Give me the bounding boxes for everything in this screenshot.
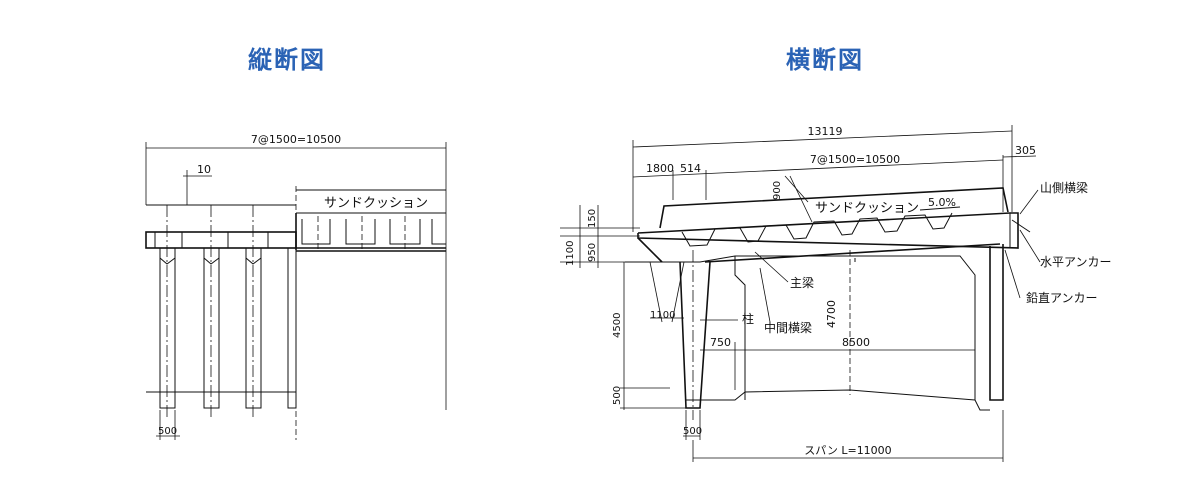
cross-4500-text: 4500 [612,313,623,338]
cross-horizontal-anchor-label: 水平アンカー [1040,255,1112,269]
longitudinal-ribs [301,216,446,250]
cross-vertical-anchor-label: 鉛直アンカー [1026,291,1098,305]
cross-500-v-text: 500 [612,386,623,405]
cross-column: 1100 柱 中間横梁 [649,250,812,420]
longitudinal-total-dim-text: 7@1500=10500 [251,133,341,146]
cross-mountain-side-beam: 山側横梁 [1009,180,1088,249]
cross-slope-text: 5.0% [928,196,956,209]
cross-4700-text: 4700 [825,300,838,328]
cross-1800-text: 1800 [646,162,674,175]
cross-305-dimension: 305 [1002,144,1037,158]
cross-950-text: 950 [587,243,598,262]
cross-inner-dims: 750 8500 [700,336,975,390]
cross-8500-text: 8500 [842,336,870,349]
cross-height-dims: 4500 500 [612,262,686,410]
cross-514-text: 514 [680,162,701,175]
cross-mountain-beam-label: 山側横梁 [1040,180,1088,195]
cross-305-text: 305 [1015,144,1036,157]
cross-mid-beam-label: 中間横梁 [764,320,812,335]
longitudinal-columns [159,205,297,420]
cross-main-beam-label: 主梁 [790,275,814,290]
cross-sand-cushion-label: サンドクッション [815,201,919,216]
cross-column-label: 柱 [742,311,754,326]
cross-slope-indicator: 5.0% [919,196,961,211]
cross-span-dimension: スパン L=11000 [692,410,1004,462]
cross-total-dimension: 13119 [632,125,1013,232]
cross-1100-col-text: 1100 [650,310,675,321]
cross-500-col-text: 500 [683,426,702,437]
cross-span-text: スパン L=11000 [804,444,891,457]
longitudinal-gap-dim-text: 10 [197,163,211,176]
longitudinal-column-dimension: 500 [156,410,180,440]
cross-900-text: 900 [772,181,783,200]
cross-1100-text: 1100 [565,241,576,266]
cross-main-beam: 4700 主梁 [625,243,1001,400]
cross-750-text: 750 [710,336,731,349]
cross-pitch-text: 7@1500=10500 [810,153,900,166]
cross-pitch-dimension: 1800 514 7@1500=10500 [632,153,1004,212]
cross-section-title: 横断図 [786,46,864,74]
longitudinal-section: 7@1500=10500 10 サンドクッション [145,133,447,440]
longitudinal-gap-dimension: 10 [183,163,212,205]
cross-150-text: 150 [587,209,598,228]
cross-right-wall: 水平アンカー 鉛直アンカー [974,229,1112,411]
cross-column-width-dim: 500 [683,410,702,440]
cross-total-dim-text: 13119 [808,125,843,138]
longitudinal-column-dim-text: 500 [158,426,177,437]
cross-slab-thickness-dims: 150 1100 950 [560,205,640,268]
cross-section: 13119 305 1800 514 7@1500=10500 900 サンドク… [560,125,1112,462]
longitudinal-total-dimension: 7@1500=10500 [145,133,447,410]
longitudinal-section-title: 縦断図 [248,46,326,74]
longitudinal-sand-cushion-label: サンドクッション [324,196,428,211]
